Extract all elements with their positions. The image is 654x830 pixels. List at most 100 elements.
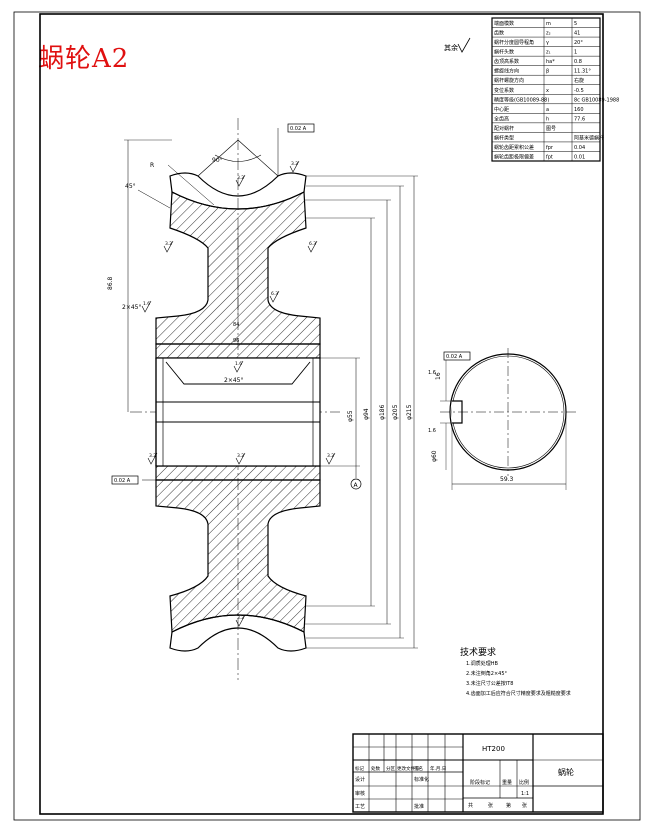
svg-text:批准: 批准 xyxy=(414,803,424,810)
svg-text:1.6: 1.6 xyxy=(428,428,436,434)
param-cell: m xyxy=(546,21,551,27)
param-row: 蜗杆螺旋方向右旋 xyxy=(494,77,584,84)
left-depth-label: 86.8 xyxy=(107,276,114,290)
roughness-mark: 3.2 xyxy=(325,452,336,465)
param-cell: γ xyxy=(546,40,549,46)
svg-text:张: 张 xyxy=(488,802,493,809)
param-cell: 77.6 xyxy=(574,116,585,122)
svg-text:第: 第 xyxy=(506,802,511,809)
svg-text:阶段标记: 阶段标记 xyxy=(470,779,490,786)
param-cell: fpr xyxy=(546,145,554,151)
param-cell: β xyxy=(546,69,549,75)
svg-text:φ60: φ60 xyxy=(431,450,438,462)
roughness-mark: 3.2 xyxy=(289,160,300,173)
title-block xyxy=(352,733,604,813)
param-cell: 0.8 xyxy=(574,59,582,65)
svg-text:共: 共 xyxy=(468,802,473,809)
svg-text:A: A xyxy=(354,482,359,489)
svg-text:φ94: φ94 xyxy=(363,408,370,420)
top-tolerance-frame: 0.02 A xyxy=(277,123,315,176)
param-cell: 螺旋线方向 xyxy=(494,68,519,75)
svg-text:分区: 分区 xyxy=(386,765,395,772)
svg-text:审核: 审核 xyxy=(355,790,365,797)
svg-text:工艺: 工艺 xyxy=(355,804,365,810)
svg-text:3.2: 3.2 xyxy=(237,453,244,459)
svg-text:比例: 比例 xyxy=(519,779,529,786)
title-block-text: HT200 蜗轮 1:1 标记 处数 分区 更改文件号 签名 年.月.日 设计 … xyxy=(355,745,574,810)
svg-text:φ186: φ186 xyxy=(379,404,386,420)
param-row: 蜗杆分度圆导程角 γ 20° xyxy=(494,39,583,46)
param-cell: 5 xyxy=(574,21,577,27)
svg-text:处数: 处数 xyxy=(371,765,380,772)
param-cell: 160 xyxy=(574,107,584,113)
roughness-mark: 3.2 xyxy=(235,452,246,465)
param-cell: fpt xyxy=(546,155,553,161)
material-label: HT200 xyxy=(482,745,505,753)
param-cell: a xyxy=(546,107,549,113)
surface-finish-note: 其余 xyxy=(444,37,471,53)
param-cell: z₁ xyxy=(546,50,551,56)
svg-text:6.3: 6.3 xyxy=(271,291,278,297)
svg-text:0.02 A: 0.02 A xyxy=(446,354,463,360)
svg-text:1.6: 1.6 xyxy=(235,361,242,367)
param-cell: 蜗杆头数 xyxy=(494,49,514,56)
param-cell: 0.01 xyxy=(574,155,585,161)
key-width-label: 16 xyxy=(435,372,442,380)
roughness-mark: 3.2 xyxy=(163,240,174,253)
drawing-title-stamp: 蜗轮A2 xyxy=(38,44,130,74)
param-cell: 0.04 xyxy=(574,145,585,151)
side-view: 16 59.3 φ60 0.02 A 1.6 1.6 xyxy=(428,348,576,490)
param-cell: 中心距 xyxy=(494,106,509,113)
svg-text:φ55: φ55 xyxy=(347,410,354,422)
keyway-tolerance-frame: 0.02 A xyxy=(443,351,471,361)
svg-text:签名: 签名 xyxy=(414,765,423,772)
roughness-mark: 6.3 xyxy=(307,240,318,253)
svg-text:更改文件号: 更改文件号 xyxy=(397,765,420,772)
param-row: 蜗杆类型 阿基米德蜗杆 xyxy=(494,134,604,141)
param-cell: 蜗杆类型 xyxy=(494,134,514,141)
param-cell: 精度等级(GB10089-88) xyxy=(494,96,549,103)
svg-text:3.2: 3.2 xyxy=(291,161,298,167)
param-cell: 11.31° xyxy=(574,69,591,75)
lower-throat-outline xyxy=(169,614,307,652)
scale-value: 1:1 xyxy=(521,791,529,797)
svg-text:4.齿面加工后应符合尺寸精度要求及粗糙度要求: 4.齿面加工后应符合尺寸精度要求及粗糙度要求 xyxy=(466,690,571,697)
keyway-outline xyxy=(165,361,311,385)
param-cell: 蜗杆分度圆导程角 xyxy=(494,39,534,46)
param-cell: ha* xyxy=(546,59,555,65)
param-cell: -0.5 xyxy=(574,88,584,94)
roughness-mark: 6.3 xyxy=(269,290,280,303)
param-cell: 阿基米德蜗杆 xyxy=(574,134,604,141)
svg-text:0.02 A: 0.02 A xyxy=(290,126,307,132)
param-row: 配对蜗杆图号 xyxy=(494,125,556,132)
left-bore-tolerance-frame: 0.02 A xyxy=(111,475,156,485)
param-row: 中心距 a 160 xyxy=(494,106,584,113)
param-cell: 41 xyxy=(574,31,580,37)
roughness-mark: 3.2 xyxy=(147,452,158,465)
section-view: 90° R 45° 0.02 A 86.8 2×45° 2×45° 84 96 … xyxy=(107,118,418,680)
param-cell: 图号 xyxy=(546,126,556,132)
lower-section-hatched xyxy=(155,479,321,633)
upper-throat-outline xyxy=(169,172,307,210)
param-cell: 20° xyxy=(574,40,583,46)
bore xyxy=(155,357,321,467)
diameter-dimensions: φ55 φ94 φ186 φ205 φ215 xyxy=(304,175,418,649)
hub-width-label: 96 xyxy=(233,338,239,344)
svg-text:3.2: 3.2 xyxy=(327,453,334,459)
root-radius-label: R xyxy=(150,162,154,169)
param-cell: h xyxy=(546,116,549,122)
part-name-label: 蜗轮 xyxy=(558,767,574,777)
svg-text:重量: 重量 xyxy=(502,779,512,786)
svg-text:3.未注尺寸公差按IT8: 3.未注尺寸公差按IT8 xyxy=(466,680,513,687)
svg-text:其余: 其余 xyxy=(444,43,458,52)
datum-a-symbol: A xyxy=(350,466,362,490)
roughness-mark: 1.6 xyxy=(141,300,152,313)
param-cell: x xyxy=(546,88,549,94)
